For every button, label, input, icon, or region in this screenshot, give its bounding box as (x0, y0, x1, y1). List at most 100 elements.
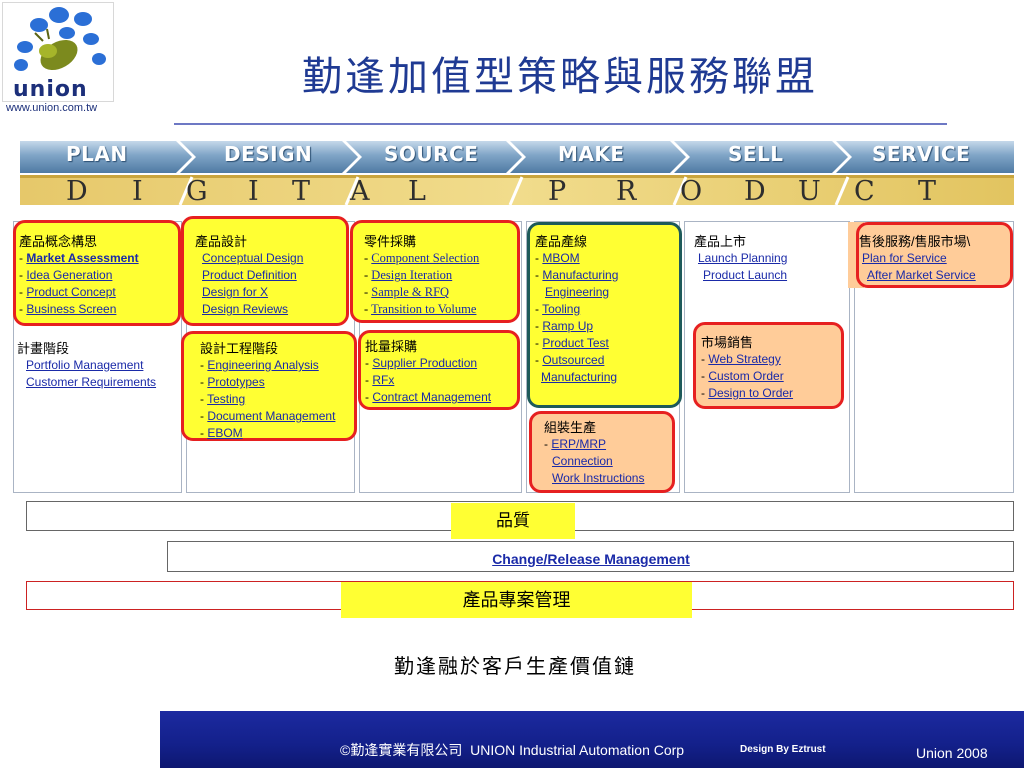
website-url[interactable]: www.union.com.tw (6, 102, 98, 114)
group-assembly-production-text: 組裝生產 - ERP/MRP Connection Work Instructi… (544, 420, 645, 485)
link-design-for-x[interactable]: Design for X (202, 285, 269, 299)
link-component-selection[interactable]: Component Selection (371, 251, 480, 265)
group-product-design-text: 產品設計 Conceptual Design Product Definitio… (195, 233, 303, 318)
group-assembly-production (529, 411, 675, 493)
group-market-sales (693, 322, 844, 409)
banner-letter: T (918, 176, 937, 207)
banner-letter: D (66, 176, 88, 207)
link-prototypes[interactable]: Prototypes (207, 375, 265, 389)
design-credit: Design By Eztrust (740, 744, 826, 755)
link-conceptual-design[interactable]: Conceptual Design (202, 251, 304, 265)
group-after-sales-service-text: 售後服務/售服市場\ Plan for Service After Market… (859, 233, 976, 284)
link-business-screen[interactable]: Business Screen (26, 302, 117, 316)
group-design-engineering-text: 設計工程階段 - Engineering Analysis - Prototyp… (200, 341, 336, 440)
slogan-text: 勤逢融於客戶生產價值鏈 (394, 654, 636, 678)
banner-letter: O (680, 176, 703, 207)
group-heading: 產品概念構思 (19, 234, 98, 249)
stage-make: MAKE (558, 142, 625, 166)
banner-letter: R (616, 176, 637, 207)
link-design-iteration[interactable]: Design Iteration (371, 268, 453, 282)
title-divider (174, 123, 947, 125)
footer-company: ©勤逢實業有限公司 UNION Industrial Automation Co… (340, 740, 684, 760)
link-manufacturing[interactable]: Manufacturing (542, 268, 619, 282)
link-outsourced[interactable]: Outsourced (542, 353, 605, 367)
link-web-strategy[interactable]: Web Strategy (708, 352, 781, 366)
bee-logo-icon (14, 7, 106, 71)
link-ebom[interactable]: EBOM (207, 426, 243, 440)
link-engineering-analysis[interactable]: Engineering Analysis (207, 358, 319, 372)
group-heading: 計畫階段 (17, 341, 70, 356)
group-volume-procurement-text: 批量採購 - Supplier Production - RFx - Contr… (365, 339, 492, 404)
project-management-label: 產品專案管理 (341, 582, 692, 618)
group-heading: 產品設計 (195, 234, 248, 249)
link-erp-connection[interactable]: Connection (552, 454, 613, 468)
link-design-reviews[interactable]: Design Reviews (202, 302, 289, 316)
link-product-definition[interactable]: Product Definition (202, 268, 297, 282)
link-contract-management[interactable]: Contract Management (372, 390, 492, 404)
banner-letter: G (186, 176, 208, 207)
group-parts-procurement (350, 220, 520, 323)
link-work-instructions[interactable]: Work Instructions (552, 471, 645, 485)
link-portfolio-management[interactable]: Portfolio Management (26, 358, 144, 372)
link-idea-generation[interactable]: Idea Generation (26, 268, 113, 282)
link-design-to-order[interactable]: Design to Order (708, 386, 794, 400)
link-testing[interactable]: Testing (207, 392, 246, 406)
footer-bar: ©勤逢實業有限公司 UNION Industrial Automation Co… (160, 711, 1024, 768)
group-production-line (527, 222, 682, 408)
stage-plan: PLAN (66, 142, 128, 166)
link-plan-for-service[interactable]: Plan for Service (862, 251, 947, 265)
group-product-concept-text: 產品概念構思 - Market Assessment - Idea Genera… (19, 234, 139, 316)
group-volume-procurement (358, 330, 520, 410)
group-heading: 產品上市 (694, 234, 747, 249)
link-mbom[interactable]: MBOM (542, 251, 580, 265)
link-change-release-management[interactable]: Change/Release Management (492, 551, 690, 567)
link-document-management[interactable]: Document Management (207, 409, 336, 423)
link-custom-order[interactable]: Custom Order (708, 369, 784, 383)
group-planning-text: 計畫階段 Portfolio Management Customer Requi… (17, 340, 156, 391)
link-product-test[interactable]: Product Test (542, 336, 609, 350)
banner-letter: D (744, 176, 766, 207)
group-market-sales-text: 市場銷售 - Web Strategy - Custom Order - Des… (701, 335, 794, 400)
banner-letter: A (350, 176, 370, 207)
group-heading: 市場銷售 (701, 335, 754, 350)
group-product-launch-text: 產品上市 Launch Planning Product Launch (694, 233, 787, 284)
link-market-assessment[interactable]: Market Assessment (26, 251, 139, 265)
group-heading: 零件採購 (364, 234, 417, 249)
group-parts-procurement-text: 零件採購 - Component Selection - Design Iter… (364, 234, 480, 316)
link-sample-rfq[interactable]: Sample & RFQ (371, 285, 450, 299)
copyright-symbol: © (340, 742, 351, 758)
group-heading: 售後服務/售服市場\ (859, 234, 971, 249)
group-heading: 組裝生產 (544, 420, 597, 435)
link-customer-requirements[interactable]: Customer Requirements (26, 375, 157, 389)
group-design-engineering (181, 331, 357, 441)
link-ramp-up[interactable]: Ramp Up (542, 319, 594, 333)
link-launch-planning[interactable]: Launch Planning (698, 251, 788, 265)
group-heading: 批量採購 (365, 339, 418, 354)
stage-source: SOURCE (384, 142, 479, 166)
link-tooling[interactable]: Tooling (542, 302, 581, 316)
group-heading: 產品產線 (535, 234, 588, 249)
change-management-bar (167, 541, 1014, 572)
link-after-market-service[interactable]: After Market Service (867, 268, 976, 282)
link-rfx[interactable]: RFx (372, 373, 395, 387)
banner-letter: I (132, 176, 143, 207)
link-product-concept[interactable]: Product Concept (26, 285, 116, 299)
link-supplier-production[interactable]: Supplier Production (372, 356, 478, 370)
group-after-sales-service (856, 222, 1013, 288)
banner-letter: T (292, 176, 311, 207)
quality-label: 品質 (451, 503, 575, 539)
group-product-concept (13, 220, 181, 326)
stage-service: SERVICE (872, 142, 971, 166)
link-manufacturing-engineering[interactable]: Engineering (545, 285, 610, 299)
link-erp-mrp[interactable]: ERP/MRP (551, 437, 607, 451)
stage-sell: SELL (728, 142, 784, 166)
group-production-line-text: 產品產線 - MBOM - Manufacturing Engineering … (535, 234, 619, 384)
link-outsourced-manufacturing[interactable]: Manufacturing (541, 370, 618, 384)
stage-design: DESIGN (224, 142, 313, 166)
banner-letter: L (408, 176, 426, 207)
group-product-design (181, 216, 349, 326)
group-heading: 設計工程階段 (200, 341, 279, 356)
link-product-launch[interactable]: Product Launch (703, 268, 788, 282)
company-name-cn: 勤逢實業有限公司 (350, 742, 463, 758)
link-transition-to-volume[interactable]: Transition to Volume (371, 302, 477, 316)
